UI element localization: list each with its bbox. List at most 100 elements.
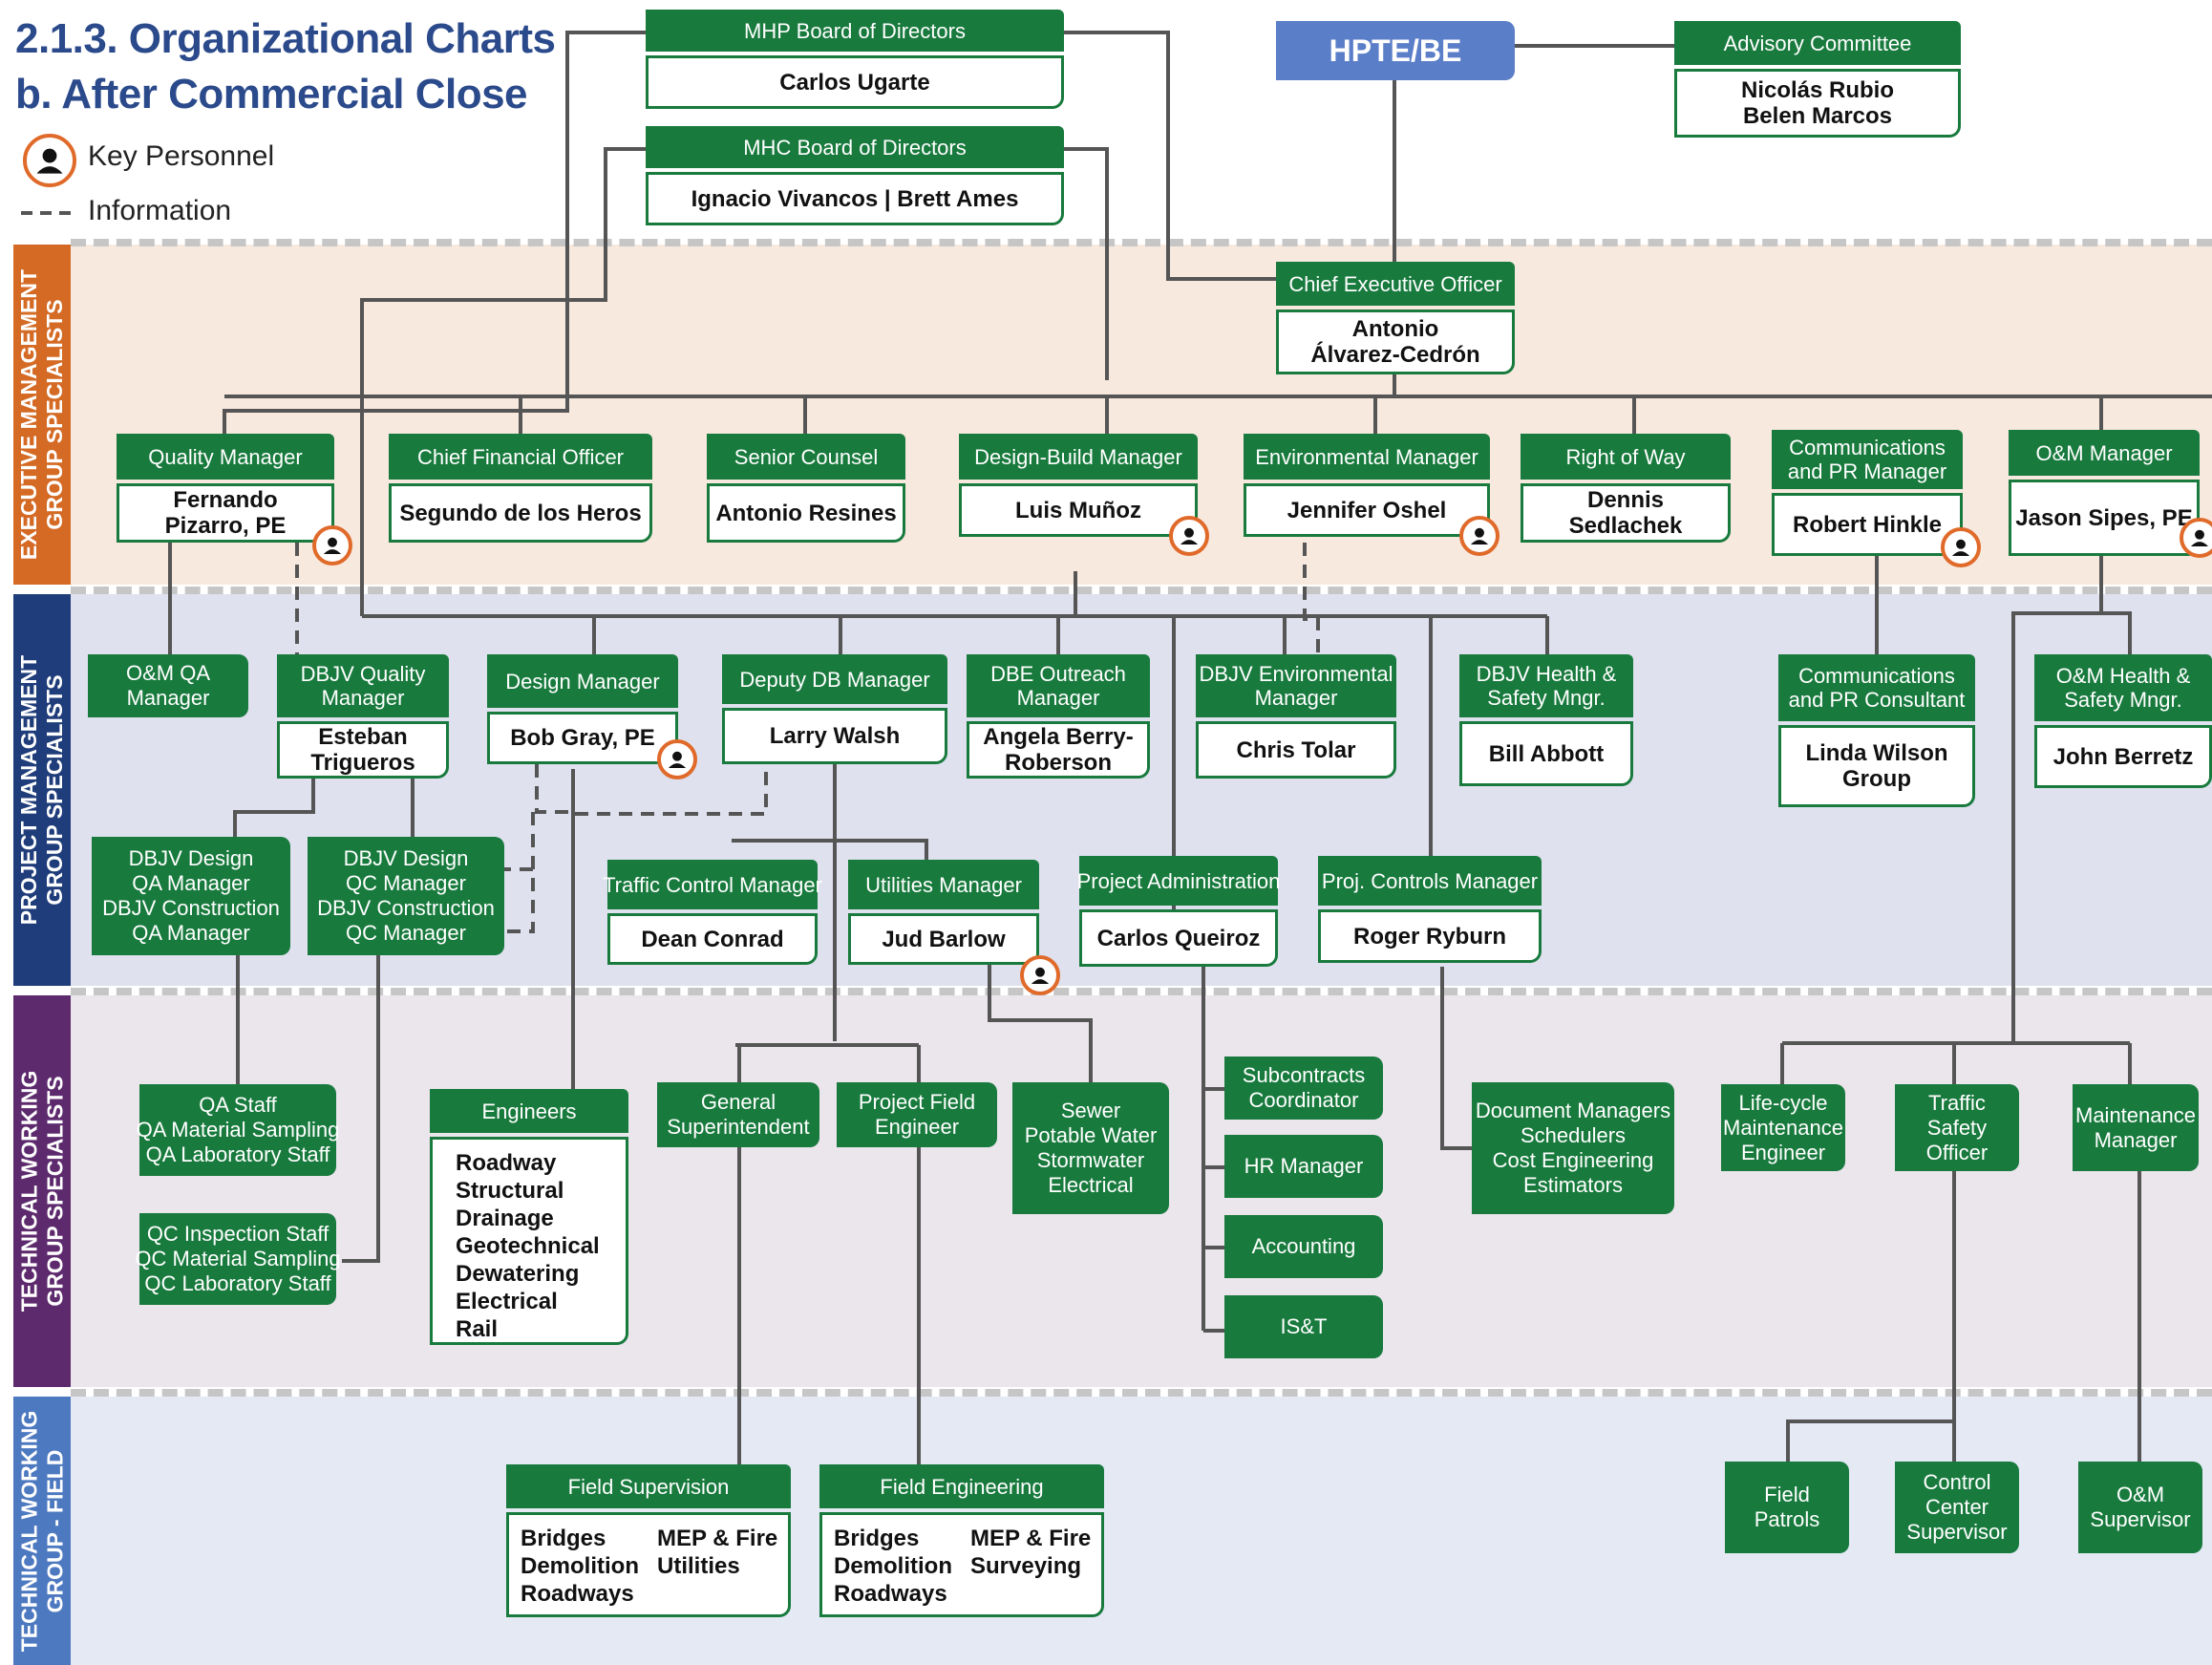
senior-counsel: Senior Counsel Antonio Resines (707, 434, 905, 543)
key-personnel-legend-icon (23, 134, 76, 187)
right-of-way: Right of Way Dennis Sedlachek (1521, 434, 1731, 543)
band-label-field: TECHNICAL WORKING GROUP - FIELD (13, 1397, 71, 1665)
design-build-manager: Design-Build Manager Luis Muñoz (959, 434, 1198, 537)
dbjv-environmental-manager: DBJV Environmental Manager Chris Tolar (1196, 654, 1396, 779)
field-patrols: Field Patrols (1725, 1462, 1849, 1553)
key-personnel-icon (1020, 955, 1060, 995)
field-supervision-col2: MEP & Fire Utilities (657, 1526, 778, 1579)
subcontracts-coordinator: Subcontracts Coordinator (1224, 1057, 1383, 1120)
quality-manager-name: Fernando Pizarro, PE (117, 483, 334, 543)
qc-staff: QC Inspection Staff QC Material Sampling… (135, 1213, 341, 1305)
mhp-board: MHP Board of Directors Carlos Ugarte (646, 10, 1064, 109)
traffic-safety-officer: Traffic Safety Officer (1895, 1084, 2019, 1171)
dbjv-health-safety-manager: DBJV Health & Safety Mngr. Bill Abbott (1459, 654, 1633, 786)
ceo-box: Chief Executive Officer Antonio Álvarez-… (1276, 262, 1515, 374)
dbjv-quality-manager-title: DBJV Quality Manager (277, 654, 449, 717)
hpte-be-box: HPTE/BE (1276, 21, 1515, 80)
om-manager: O&M Manager Jason Sipes, PE (2009, 430, 2200, 556)
cfo: Chief Financial Officer Segundo de los H… (389, 434, 652, 543)
quality-manager-title: Quality Manager (117, 434, 334, 480)
project-administration-title: Project Administration (1077, 856, 1280, 906)
band-label-exec: EXECUTIVE MANAGEMENT GROUP SPECIALISTS (13, 245, 71, 585)
om-health-safety-manager-name: John Berretz (2034, 725, 2212, 788)
field-engineering-list: Bridges Demolition Roadways MEP & Fire S… (819, 1512, 1104, 1617)
dbjv-environmental-manager-title: DBJV Environmental Manager (1196, 654, 1396, 717)
page-subtitle: b. After Commercial Close (15, 71, 528, 117)
field-supervision: Field Supervision Bridges Demolition Roa… (506, 1464, 791, 1617)
communications-consultant-title: Communications and PR Consultant (1778, 654, 1975, 721)
project-controls-manager-title: Proj. Controls Manager (1318, 856, 1542, 906)
sewer-water-electrical: Sewer Potable Water Stormwater Electrica… (1012, 1082, 1169, 1214)
band-divider (71, 239, 2212, 246)
band-divider (71, 988, 2212, 995)
utilities-manager: Utilities Manager Jud Barlow (848, 860, 1039, 965)
dbjv-quality-manager: DBJV Quality Manager Esteban Trigueros (277, 654, 449, 779)
ceo-name: Antonio Álvarez-Cedrón (1276, 310, 1515, 374)
key-personnel-icon (2180, 518, 2212, 558)
project-administration-name: Carlos Queiroz (1079, 909, 1278, 967)
right-of-way-title: Right of Way (1521, 434, 1731, 480)
general-superintendent: General Superintendent (657, 1082, 819, 1147)
dbjv-design-qa-manager: DBJV Design QA Manager DBJV Construction… (92, 837, 290, 955)
design-manager: Design Manager Bob Gray, PE (487, 654, 678, 764)
mhc-board: MHC Board of Directors Ignacio Vivancos … (646, 126, 1064, 225)
band-divider (71, 587, 2212, 594)
legend-information: Information (88, 195, 232, 226)
band-field (71, 1397, 2212, 1665)
utilities-manager-title: Utilities Manager (848, 860, 1039, 909)
field-engineering-title: Field Engineering (819, 1464, 1104, 1508)
project-controls-manager-name: Roger Ryburn (1318, 909, 1542, 963)
field-engineering-col1: Bridges Demolition Roadways (834, 1526, 952, 1607)
page-title: 2.1.3. Organizational Charts (15, 15, 556, 62)
dbjv-quality-manager-name: Esteban Trigueros (277, 721, 449, 779)
environmental-manager-title: Environmental Manager (1244, 434, 1490, 480)
mhc-board-name: Ignacio Vivancos | Brett Ames (646, 172, 1064, 225)
traffic-control-manager: Traffic Control Manager Dean Conrad (603, 860, 822, 965)
qa-staff: QA Staff QA Material Sampling QA Laborat… (137, 1084, 339, 1176)
dbjv-design-qc-manager: DBJV Design QC Manager DBJV Construction… (308, 837, 504, 955)
advisory-committee: Advisory Committee Nicolás Rubio Belen M… (1674, 21, 1961, 138)
om-manager-title: O&M Manager (2009, 430, 2200, 476)
key-personnel-icon (1941, 527, 1981, 567)
design-build-manager-title: Design-Build Manager (959, 434, 1198, 480)
deputy-db-manager-title: Deputy DB Manager (722, 654, 947, 704)
communications-manager: Communications and PR Manager Robert Hin… (1772, 430, 1963, 556)
deputy-db-manager: Deputy DB Manager Larry Walsh (722, 654, 947, 764)
design-build-manager-name: Luis Muñoz (959, 483, 1198, 537)
om-qa-manager: O&M QA Manager (88, 654, 248, 717)
communications-manager-name: Robert Hinkle (1772, 493, 1963, 556)
design-manager-name: Bob Gray, PE (487, 712, 678, 764)
environmental-manager: Environmental Manager Jennifer Oshel (1244, 434, 1490, 537)
accounting: Accounting (1224, 1215, 1383, 1278)
om-health-safety-manager-title: O&M Health & Safety Mngr. (2034, 654, 2212, 721)
om-health-safety-manager: O&M Health & Safety Mngr. John Berretz (2034, 654, 2212, 788)
communications-consultant-name: Linda Wilson Group (1778, 725, 1975, 807)
communications-manager-title: Communications and PR Manager (1772, 430, 1963, 489)
hr-manager: HR Manager (1224, 1135, 1383, 1198)
traffic-control-manager-title: Traffic Control Manager (603, 860, 822, 909)
engineers-list: Roadway Structural Drainage Geotechnical… (430, 1137, 628, 1345)
dbjv-health-safety-manager-name: Bill Abbott (1459, 721, 1633, 786)
key-personnel-icon (1169, 516, 1209, 556)
band-divider (71, 1389, 2212, 1397)
right-of-way-name: Dennis Sedlachek (1521, 483, 1731, 543)
dbjv-health-safety-manager-title: DBJV Health & Safety Mngr. (1459, 654, 1633, 717)
senior-counsel-name: Antonio Resines (707, 483, 905, 543)
field-supervision-title: Field Supervision (506, 1464, 791, 1508)
cfo-title: Chief Financial Officer (389, 434, 652, 480)
deputy-db-manager-name: Larry Walsh (722, 708, 947, 764)
mhp-board-title: MHP Board of Directors (646, 10, 1064, 52)
field-engineering: Field Engineering Bridges Demolition Roa… (819, 1464, 1104, 1617)
om-manager-name: Jason Sipes, PE (2009, 480, 2200, 556)
band-label-tech: TECHNICAL WORKING GROUP SPECIALISTS (13, 995, 71, 1387)
is-and-t: IS&T (1224, 1295, 1383, 1358)
mhc-board-title: MHC Board of Directors (646, 126, 1064, 168)
engineers: Engineers Roadway Structural Drainage Ge… (430, 1089, 628, 1345)
dbe-outreach-manager: DBE Outreach Manager Angela Berry- Rober… (967, 654, 1150, 779)
mhp-board-name: Carlos Ugarte (646, 55, 1064, 109)
field-supervision-list: Bridges Demolition Roadways MEP & Fire U… (506, 1512, 791, 1617)
project-controls-manager: Proj. Controls Manager Roger Ryburn (1318, 856, 1542, 963)
key-personnel-icon (312, 525, 352, 566)
